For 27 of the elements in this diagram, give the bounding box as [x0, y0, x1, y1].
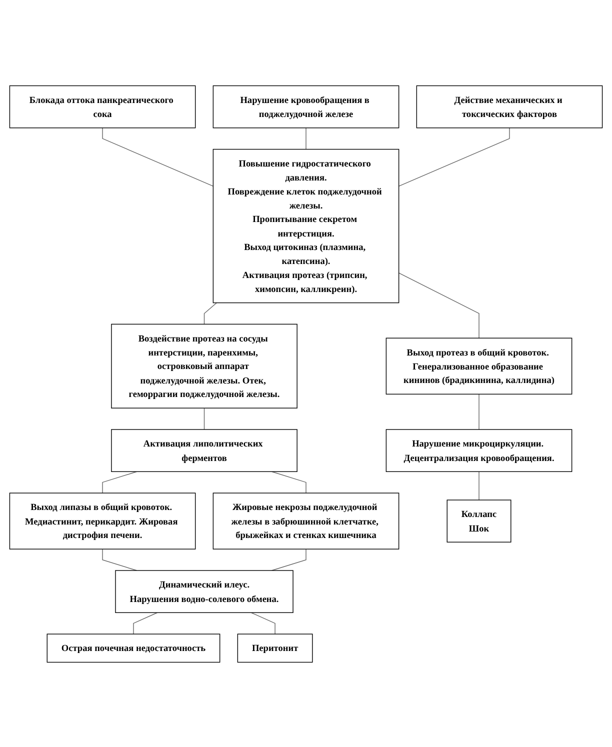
node-box: Острая почечная недостаточность [46, 633, 220, 662]
connector [133, 612, 158, 634]
node-box: Нарушение кровообращения в поджелудочной железе [212, 84, 400, 128]
node-box: Воздействие протеаз на сосуды интерстиции, паренхимы, островковый аппарат поджелудочной железы. Отек, геморрагии поджелудочной железы. [111, 323, 298, 408]
node-box: Действие механических и токсических факторов [416, 84, 603, 128]
connector [204, 407, 205, 430]
connector [478, 393, 480, 430]
node-box: Коллапс Шок [446, 499, 512, 542]
connector [398, 272, 480, 338]
node-box: Повышение гидростатического давления. Повреждение клеток поджелудочной железы. Пропитывание секретом интерстиция. Выход цитокиназ (плазмина, катепсина). Активация протеаз (трипсин, химопсин, калликреин). [212, 148, 400, 303]
node-box: Выход протеаз в общий кровоток. Генерализованное образование кининов (брадикинина, каллидина) [386, 337, 572, 394]
connector [478, 470, 480, 500]
connector [271, 470, 306, 493]
connector [271, 548, 306, 570]
node-box: Перитонит [237, 633, 313, 662]
node-box: Жировые некрозы поджелудочной железы в забрюшинной клетчатке, брыжейках и стенках кишечника [212, 492, 400, 549]
connector [102, 127, 214, 186]
connector [102, 470, 138, 493]
node-box: Нарушение микроциркуляции. Децентрализация кровообращения. [386, 428, 572, 472]
connector [250, 612, 276, 634]
node-box: Выход липазы в общий кровоток. Медиастинит, перикардит. Жировая дистрофия печени. [9, 492, 196, 549]
node-box: Блокада оттока панкреатического сока [9, 84, 196, 128]
connector [102, 548, 138, 570]
connector [398, 127, 510, 186]
node-box: Активация липолитических ферментов [111, 428, 298, 472]
node-box: Динамический илеус. Нарушения водно-солевого обмена. [115, 570, 294, 612]
connector [204, 302, 218, 324]
